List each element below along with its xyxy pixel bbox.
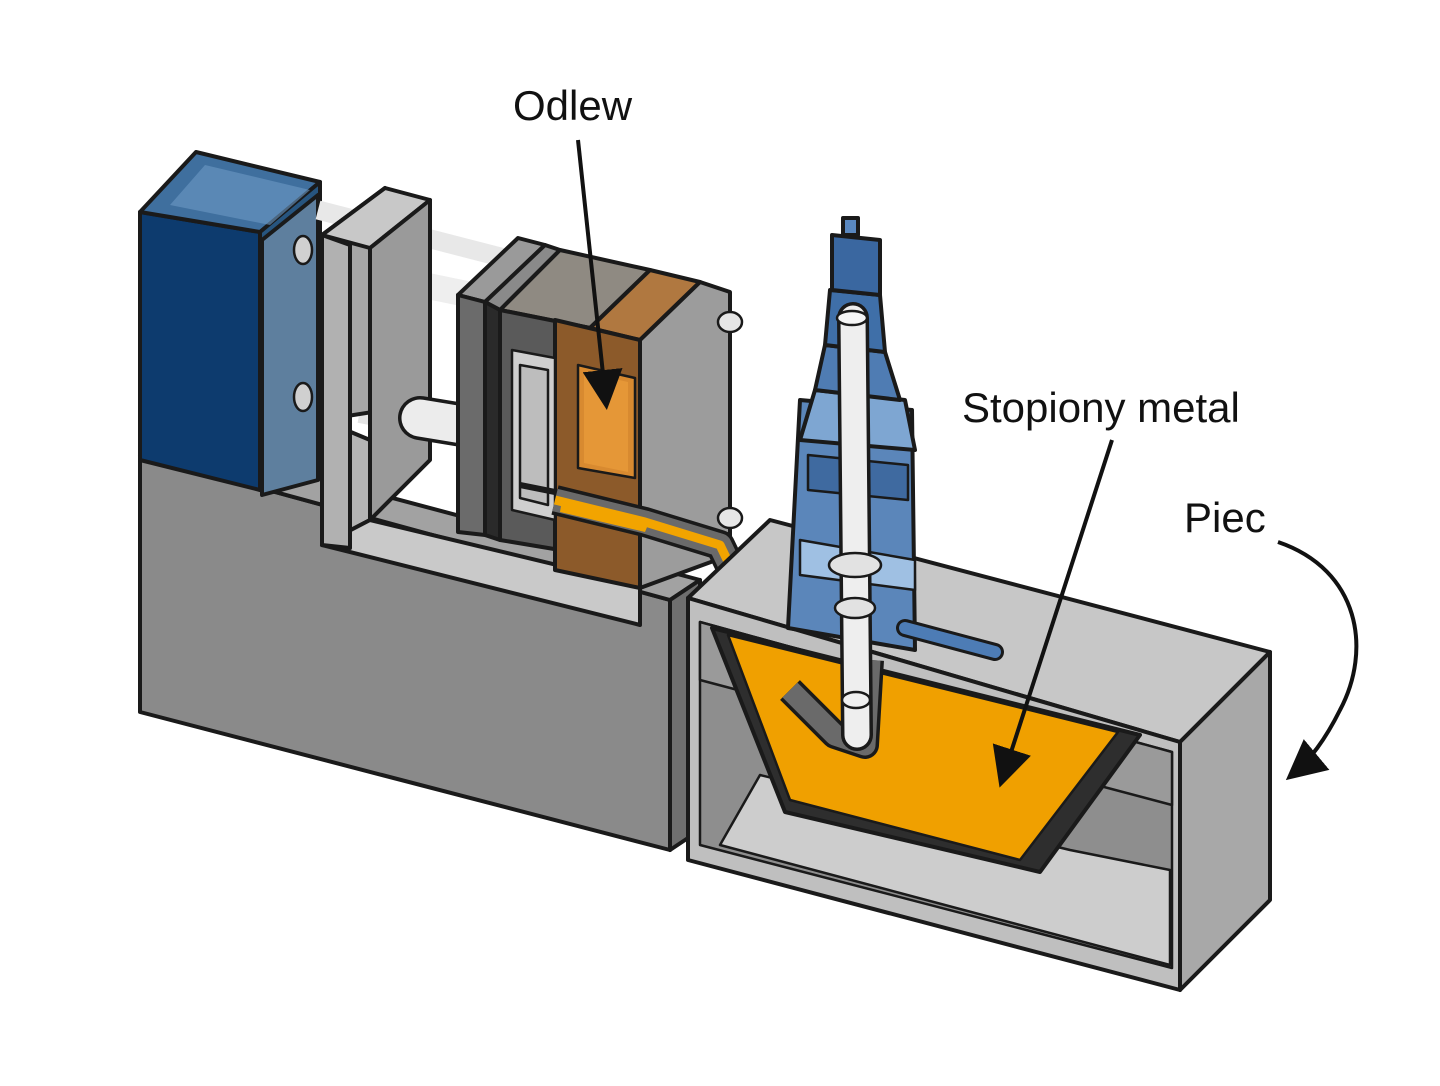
moving-platen bbox=[320, 186, 642, 627]
clamping-cylinder-block bbox=[138, 150, 322, 497]
furnace-arrow bbox=[1277, 540, 1359, 781]
casting-label: Odlew bbox=[513, 82, 633, 129]
furnace bbox=[686, 518, 1272, 992]
furnace-label: Piec bbox=[1184, 494, 1266, 541]
molten-metal-arrow bbox=[992, 439, 1114, 788]
molten-metal-label: Stopiony metal bbox=[962, 384, 1240, 431]
plunger-rod bbox=[827, 302, 883, 751]
casting-arrow bbox=[576, 139, 623, 410]
